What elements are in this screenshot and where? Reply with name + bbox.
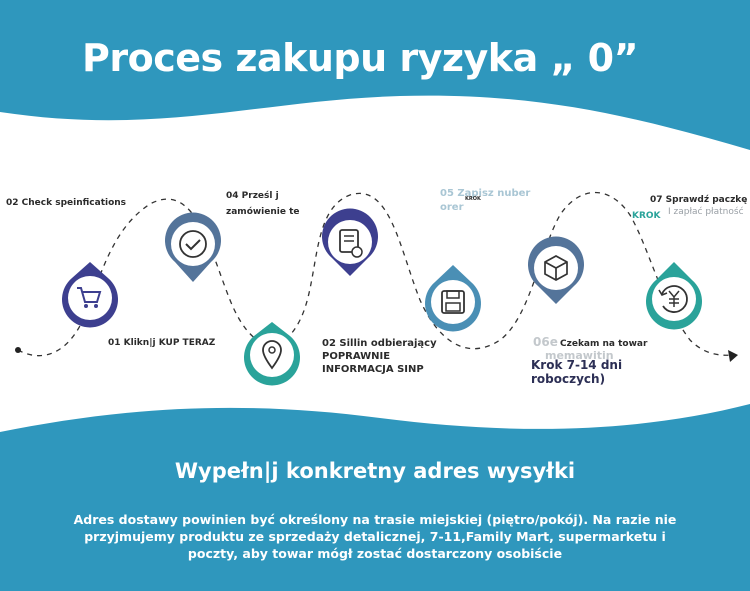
step-05-label-line1: 05 Zapisz nuber [440,188,531,199]
step-04-label-line1: 04 Prześl j [226,191,279,201]
dashed-route-line [17,192,736,357]
step-07-label-line2: KROK [632,211,661,221]
yuan-refresh-icon [646,262,703,330]
step-06-faded-prefix: 06e [533,335,558,349]
page-title: Proces zakupu ryzyka „ 0” [82,36,639,80]
route-end-arrow [728,350,738,362]
floppy-disk-icon [425,265,482,332]
route-start-dot [15,347,21,353]
step-05-label-line2: orer [440,202,464,213]
step-02b-label-line1: 02 Sillin odbierający [322,338,437,349]
bottom-wave-band [0,404,750,591]
step-07-label-line1: 07 Sprawdź paczkę [650,195,748,205]
step-02b-label-line3: INFORMACJA SINP [322,364,424,375]
step-06-label-line1: Krok 7-14 dni [531,358,623,372]
step-07-label-line3: I zapłać płatność [668,207,744,217]
location-pin-icon [244,322,301,386]
step-06-wait-label: Czekam na towar [560,339,648,349]
step-06-label-line2: roboczych) [531,372,606,386]
step-02b-label-line2: POPRAWNIE [322,351,391,362]
step-05-small-tag: KROK [465,196,481,202]
step-02a-label: 02 Check speinfications [6,198,127,208]
check-circle-icon [165,212,222,282]
footer-description: Adres dostawy powinien być określony na … [73,512,677,561]
step-04-label-line2: zamówienie te [226,207,300,217]
step-06-faded-text: memawitin [545,349,614,362]
top-wave-band [0,0,750,150]
cart-icon [61,262,119,328]
document-icon [322,208,378,276]
package-icon [528,236,584,304]
step-01-label: 01 Klikn|j KUP TERAZ [108,338,216,348]
footer-heading: Wypełn|j konkretny adres wysyłki [174,459,576,483]
